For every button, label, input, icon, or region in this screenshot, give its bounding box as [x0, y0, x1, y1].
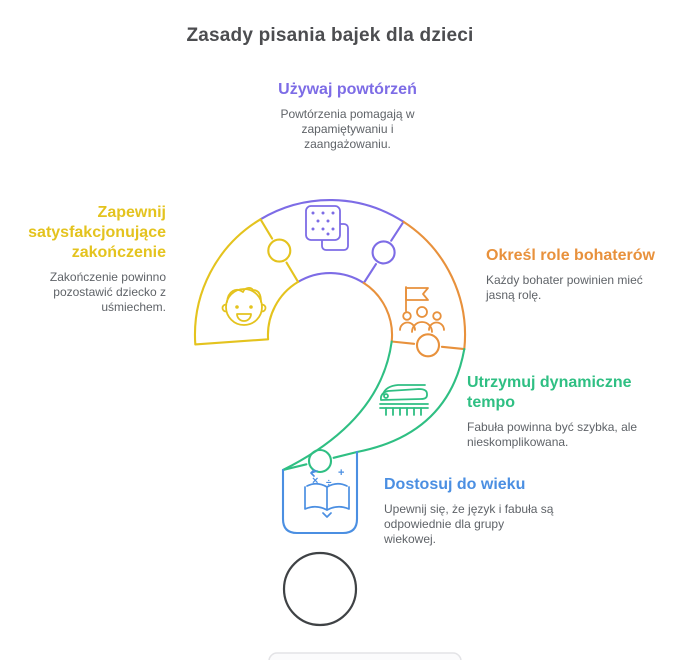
section-description: Każdy bohater powinien mieć jasną rolę.: [486, 273, 643, 302]
watermark-box: [268, 652, 462, 660]
section-heading: Zapewnij satysfakcjonujące zakończenie: [28, 204, 166, 261]
section-description: Powtórzenia pomagają w zapamiętywaniu i …: [280, 107, 415, 151]
section-heading: Dostosuj do wieku: [384, 476, 526, 493]
open-book-math-icon: × ÷ +: [304, 467, 350, 518]
section-tempo: Utrzymuj dynamiczne tempo Fabuła powinna…: [467, 373, 662, 450]
puzzle-piece-roles: [362, 220, 467, 358]
puzzle-piece-ending: [193, 218, 300, 346]
puzzle-piece-tempo: [281, 340, 466, 474]
section-description: Zakończenie powinno pozostawić dziecko z…: [49, 270, 166, 314]
section-age: Dostosuj do wieku Upewnij się, że język …: [384, 475, 594, 547]
section-roles: Określ role bohaterów Każdy bohater powi…: [486, 246, 686, 303]
section-description: Upewnij się, że język i fabuła są odpowi…: [384, 502, 554, 546]
team-flag-icon: [399, 286, 445, 333]
section-repetition: Używaj powtórzeń Powtórzenia pomagają w …: [240, 80, 455, 152]
svg-text:×: ×: [312, 475, 318, 487]
section-heading: Utrzymuj dynamiczne tempo: [467, 374, 632, 411]
smiling-child-icon: [221, 287, 267, 326]
overlapping-tiles-icon: [305, 205, 349, 251]
express-train-icon: [379, 384, 429, 416]
puzzle-piece-age: × ÷ +: [281, 450, 359, 535]
section-heading: Używaj powtórzeń: [278, 81, 417, 98]
section-ending: Zapewnij satysfakcjonujące zakończenie Z…: [8, 203, 166, 315]
section-description: Fabuła powinna być szybka, ale nieskompl…: [467, 420, 638, 449]
section-heading: Określ role bohaterów: [486, 247, 655, 264]
page-title: Zasady pisania bajek dla dzieci: [186, 25, 474, 46]
svg-text:÷: ÷: [326, 478, 332, 489]
puzzle-piece-repetition: [259, 199, 405, 285]
svg-text:+: +: [338, 467, 344, 479]
question-mark-dot: [282, 551, 358, 627]
